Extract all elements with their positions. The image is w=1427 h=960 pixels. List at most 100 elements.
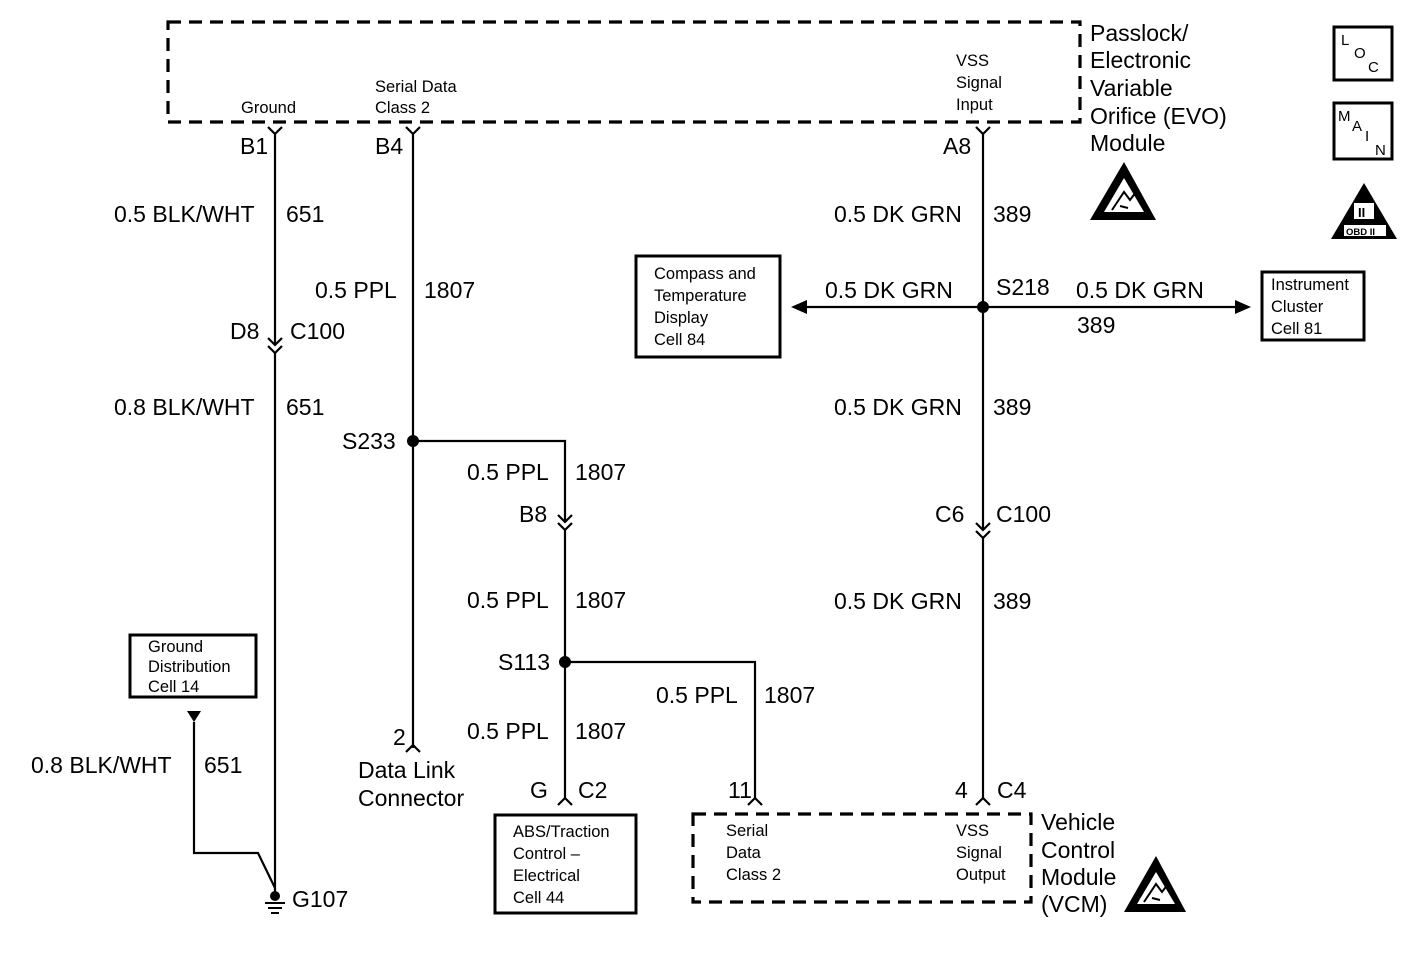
- svg-text:L: L: [1341, 32, 1349, 49]
- ground-point-g107: G107: [292, 886, 348, 912]
- serial-vcm-circuit: 1807: [764, 682, 815, 708]
- vcm-vss-pin-label: VSS Signal Output: [956, 822, 1006, 884]
- vcm-connector-c4: C4: [997, 777, 1027, 803]
- svg-text:VSS: VSS: [956, 822, 989, 840]
- svg-text:Serial Data: Serial Data: [375, 78, 457, 96]
- svg-text:C: C: [1368, 59, 1379, 76]
- vss-left-gauge: 0.5 DK GRN: [825, 277, 953, 303]
- svg-text:Vehicle: Vehicle: [1041, 809, 1115, 835]
- passlock-module-name: Passlock/ Electronic Variable Orifice (E…: [1090, 20, 1227, 156]
- dlc-name: Data Link Connector: [358, 757, 464, 811]
- svg-text:OBD II: OBD II: [1346, 227, 1375, 238]
- connector-c100-right-label: C100: [996, 501, 1051, 527]
- svg-text:Cell 14: Cell 14: [148, 678, 199, 696]
- compass-display-box: [634, 254, 782, 359]
- svg-text:Cell 81: Cell 81: [1271, 320, 1322, 338]
- arrow-right-icon: [1235, 300, 1251, 314]
- ground-wire-lower-circuit: 651: [286, 394, 324, 420]
- svg-text:Cluster: Cluster: [1271, 298, 1324, 316]
- svg-text:Electronic: Electronic: [1090, 47, 1191, 73]
- svg-text:Display: Display: [654, 309, 709, 327]
- svg-text:M: M: [1338, 108, 1351, 125]
- vss-right-circuit: 389: [1077, 312, 1115, 338]
- serial-abs-gauge: 0.5 PPL: [467, 718, 549, 744]
- dlc-pin-label: 2: [393, 724, 406, 750]
- arrow-left-icon: [791, 300, 807, 314]
- connector-b8-label: B8: [519, 501, 547, 527]
- main-badge-icon: M A I N: [1332, 101, 1394, 161]
- splice-s113-label: S113: [498, 649, 550, 675]
- vss-right-gauge: 0.5 DK GRN: [1076, 277, 1204, 303]
- ground-symbol-icon: [265, 891, 285, 914]
- svg-text:Class 2: Class 2: [726, 866, 781, 884]
- splice-s233-label: S233: [342, 428, 396, 454]
- serial-branch1-circuit: 1807: [575, 459, 626, 485]
- serial-vcm-wire: [565, 660, 757, 798]
- serial-branch2-circuit: 1807: [575, 587, 626, 613]
- ground-wire-upper: [267, 126, 283, 345]
- svg-text:Signal: Signal: [956, 844, 1002, 862]
- pin-b4: B4: [375, 133, 403, 159]
- vcm-vss-pin-number: 4: [955, 777, 968, 803]
- pin-label-vss-input: VSS Signal Input: [956, 52, 1002, 114]
- svg-text:II: II: [1358, 205, 1365, 220]
- pin-label-ground: Ground: [241, 99, 296, 117]
- svg-text:I: I: [1365, 128, 1369, 145]
- svg-text:Module: Module: [1090, 130, 1165, 156]
- svg-text:Input: Input: [956, 96, 993, 114]
- svg-text:Control: Control: [1041, 837, 1115, 863]
- vss-top-circuit: 389: [993, 201, 1031, 227]
- abs-traction-box: [493, 813, 638, 915]
- abs-connector-symbol: [557, 796, 573, 806]
- esd-warning-icon: [1124, 856, 1186, 912]
- svg-text:Instrument: Instrument: [1271, 276, 1349, 294]
- serial-branch1-wire: [413, 439, 567, 522]
- svg-text:Orifice (EVO): Orifice (EVO): [1090, 103, 1227, 129]
- svg-text:Ground: Ground: [148, 638, 203, 656]
- vcm-serial-pin-symbol: [747, 796, 763, 806]
- svg-text:A: A: [1352, 118, 1362, 135]
- svg-text:Signal: Signal: [956, 74, 1002, 92]
- svg-text:Serial: Serial: [726, 822, 768, 840]
- serial-branch2-gauge: 0.5 PPL: [467, 587, 549, 613]
- vcm-module-outline: [691, 812, 1033, 904]
- svg-text:Variable: Variable: [1090, 75, 1173, 101]
- passlock-module-outline: [166, 20, 1082, 124]
- svg-text:Distribution: Distribution: [148, 658, 231, 676]
- vss-top-gauge: 0.5 DK GRN: [834, 201, 962, 227]
- vss-mid-circuit: 389: [993, 394, 1031, 420]
- splice-s218-label: S218: [996, 274, 1050, 300]
- vss-mid-gauge: 0.5 DK GRN: [834, 394, 962, 420]
- svg-text:Passlock/: Passlock/: [1090, 20, 1189, 46]
- serial-main-gauge: 0.5 PPL: [315, 277, 397, 303]
- obd-ii-badge-icon: II OBD II: [1331, 183, 1397, 239]
- svg-text:VSS: VSS: [956, 52, 989, 70]
- vss-bottom-circuit: 389: [993, 588, 1031, 614]
- pin-b1: B1: [240, 133, 268, 159]
- ground-distribution-wire: [192, 722, 276, 889]
- connector-c100-left-label: C100: [290, 318, 345, 344]
- serial-vcm-gauge: 0.5 PPL: [656, 682, 738, 708]
- abs-pin-label: G: [530, 777, 548, 803]
- pin-label-serial-data: Serial Data Class 2: [375, 78, 457, 117]
- svg-text:Class 2: Class 2: [375, 99, 430, 117]
- ground-distribution-wire-gauge: 0.8 BLK/WHT: [31, 752, 172, 778]
- svg-text:Data Link: Data Link: [358, 757, 456, 783]
- ground-distribution-wire-circuit: 651: [204, 752, 242, 778]
- svg-text:Cell 84: Cell 84: [654, 331, 705, 349]
- vcm-serial-pin-label: Serial Data Class 2: [726, 822, 781, 884]
- svg-text:Temperature: Temperature: [654, 287, 747, 305]
- pin-a8: A8: [943, 133, 971, 159]
- svg-text:ABS/Traction: ABS/Traction: [513, 823, 610, 841]
- instrument-cluster-box: [1260, 270, 1366, 342]
- connector-c6-label: C6: [935, 501, 964, 527]
- vss-bottom-gauge: 0.5 DK GRN: [834, 588, 962, 614]
- serial-abs-circuit: 1807: [575, 718, 626, 744]
- loc-badge-icon: L O C: [1332, 25, 1394, 82]
- vcm-serial-pin-number: 11: [728, 777, 752, 803]
- svg-text:Output: Output: [956, 866, 1006, 884]
- ground-wire-upper-gauge: 0.5 BLK/WHT: [114, 201, 255, 227]
- svg-text:N: N: [1375, 142, 1386, 159]
- vcm-module-name: Vehicle Control Module (VCM): [1041, 809, 1116, 917]
